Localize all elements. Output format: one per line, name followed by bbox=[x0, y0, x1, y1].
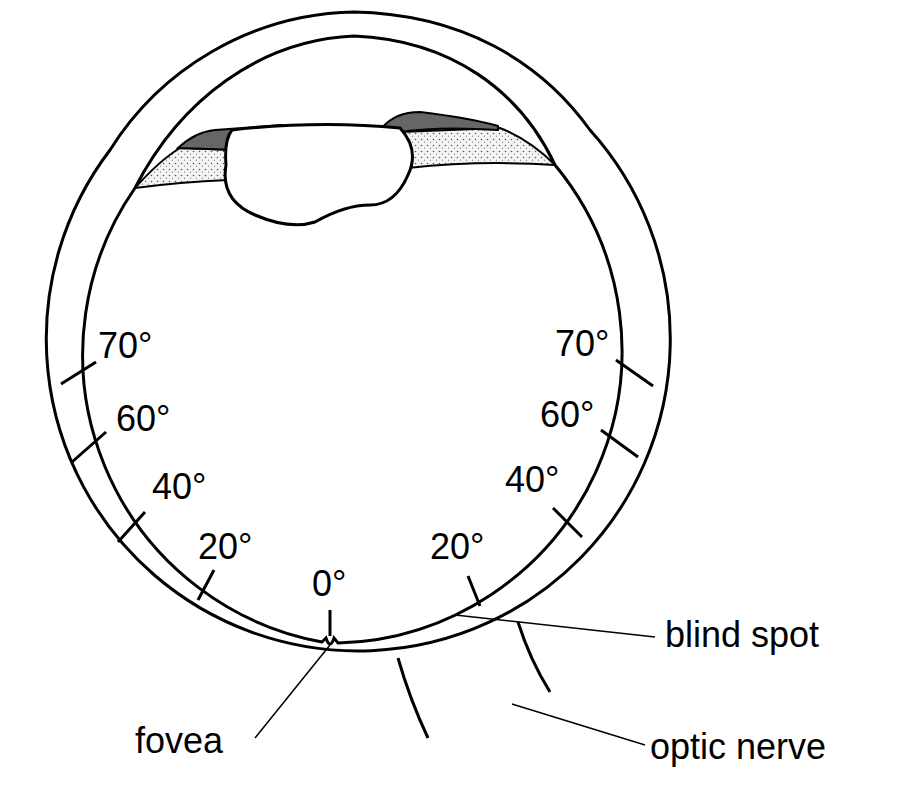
ciliary-zonule bbox=[400, 128, 555, 168]
lens bbox=[225, 124, 412, 224]
angle-label: 60° bbox=[540, 396, 594, 434]
angle-label: 40° bbox=[152, 468, 206, 506]
sclera-outline bbox=[46, 12, 670, 651]
angle-label: 0° bbox=[312, 565, 346, 603]
angle-label: 70° bbox=[98, 327, 152, 365]
angle-label: 40° bbox=[505, 461, 559, 499]
angle-label: 20° bbox=[198, 528, 252, 566]
part-label: optic nerve bbox=[650, 728, 826, 766]
angle-label: 60° bbox=[116, 400, 170, 438]
part-label: fovea bbox=[135, 722, 223, 760]
optic-nerve bbox=[518, 622, 550, 692]
optic-nerve bbox=[398, 658, 428, 738]
angle-label: 70° bbox=[555, 325, 609, 363]
angle-ticks bbox=[61, 360, 653, 636]
leader-lines bbox=[255, 615, 655, 745]
part-label: blind spot bbox=[665, 616, 819, 654]
ciliary-zonule bbox=[135, 148, 235, 188]
angle-label: 20° bbox=[430, 528, 484, 566]
retina-outline bbox=[83, 36, 622, 644]
